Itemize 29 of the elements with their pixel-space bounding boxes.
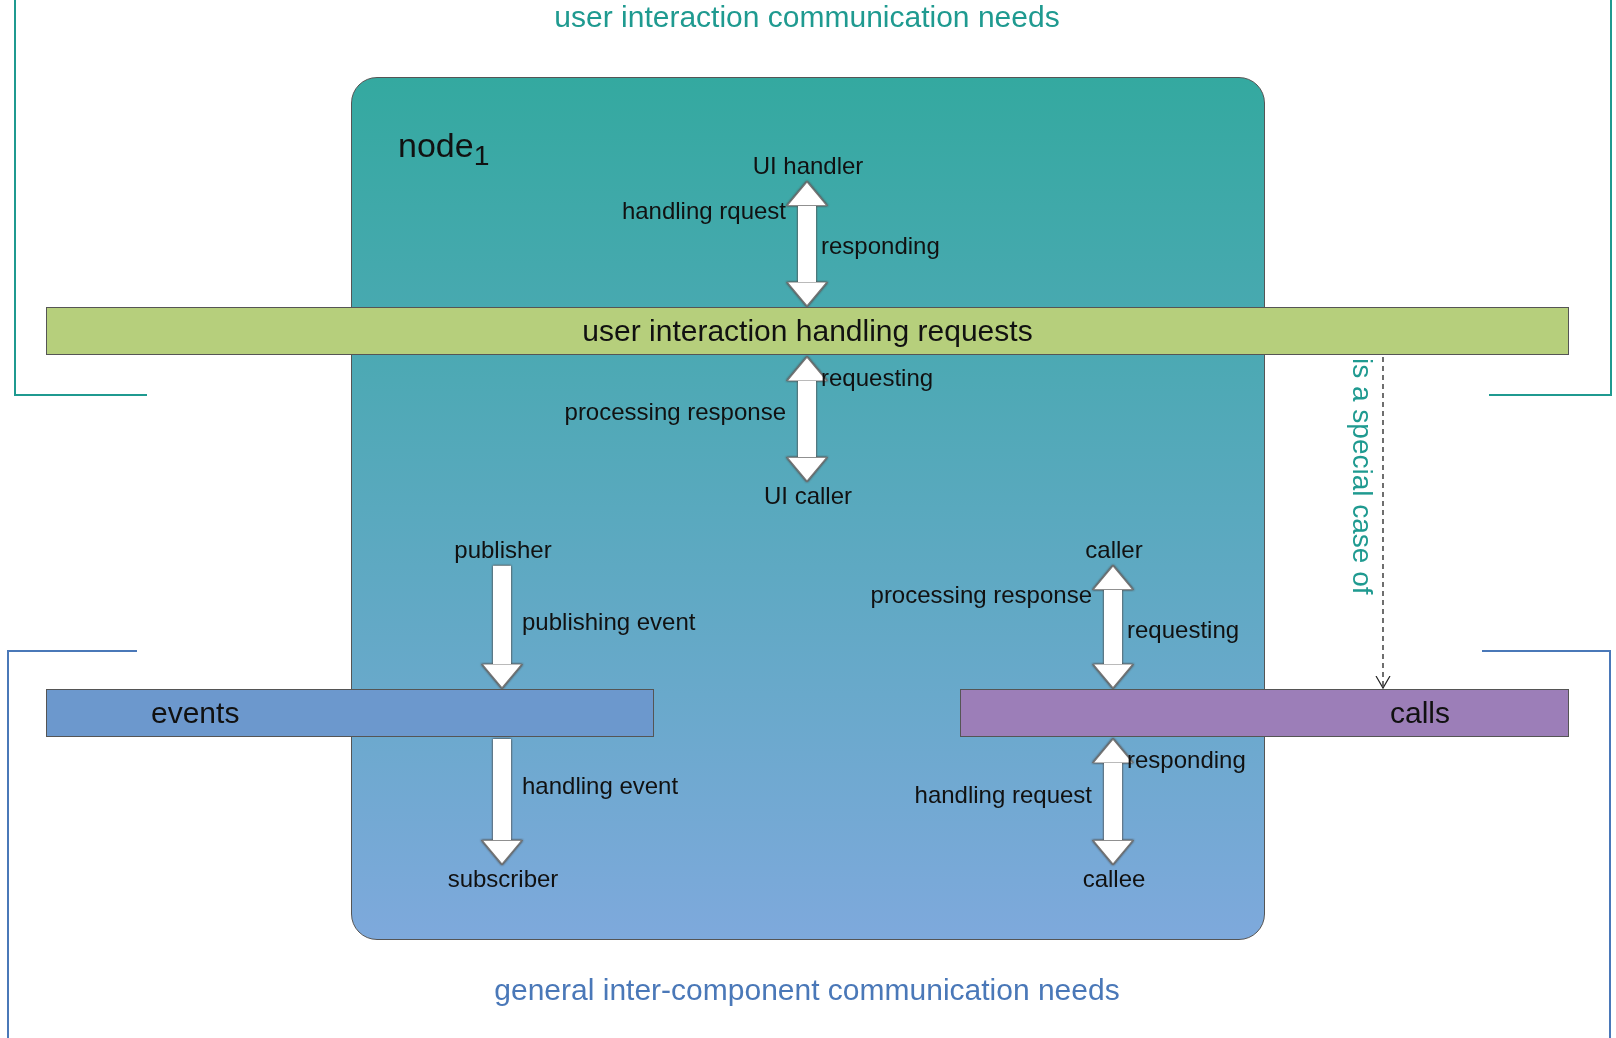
block-arrow	[1092, 738, 1134, 865]
block-arrow	[1092, 565, 1134, 689]
role-label: subscriber	[447, 865, 559, 893]
arrow-label: requesting	[1127, 616, 1240, 644]
role-label: UI handler	[752, 152, 864, 180]
block-arrow	[786, 181, 828, 307]
dashed-arrow	[1375, 356, 1391, 689]
container-title: node$_{1}$	[398, 126, 490, 172]
communication-band: calls	[960, 689, 1569, 737]
block-arrow	[786, 356, 828, 482]
communication-band: events	[46, 689, 654, 737]
edge-label: handling event	[522, 772, 679, 800]
arrow-label: processing response	[564, 398, 786, 426]
block-arrow	[481, 739, 523, 865]
role-label: callee	[1082, 865, 1146, 893]
group-title: general inter-component communication needs	[494, 972, 1120, 1007]
arrow-label: responding	[1127, 746, 1246, 774]
role-label: publisher	[454, 536, 552, 564]
arrow-label: handling request	[914, 781, 1092, 809]
edge-label: publishing event	[522, 608, 696, 636]
role-label: caller	[1085, 536, 1143, 564]
arrow-label: handling rquest	[621, 197, 786, 225]
role-label: UI caller	[764, 482, 852, 510]
block-arrow	[481, 565, 523, 689]
arrow-label: processing response	[870, 581, 1092, 609]
arrow-label: responding	[821, 232, 940, 260]
communication-band: user interaction handling requests	[46, 307, 1569, 355]
arrow-label: requesting	[821, 364, 934, 392]
group-title: user interaction communication needs	[554, 0, 1060, 34]
